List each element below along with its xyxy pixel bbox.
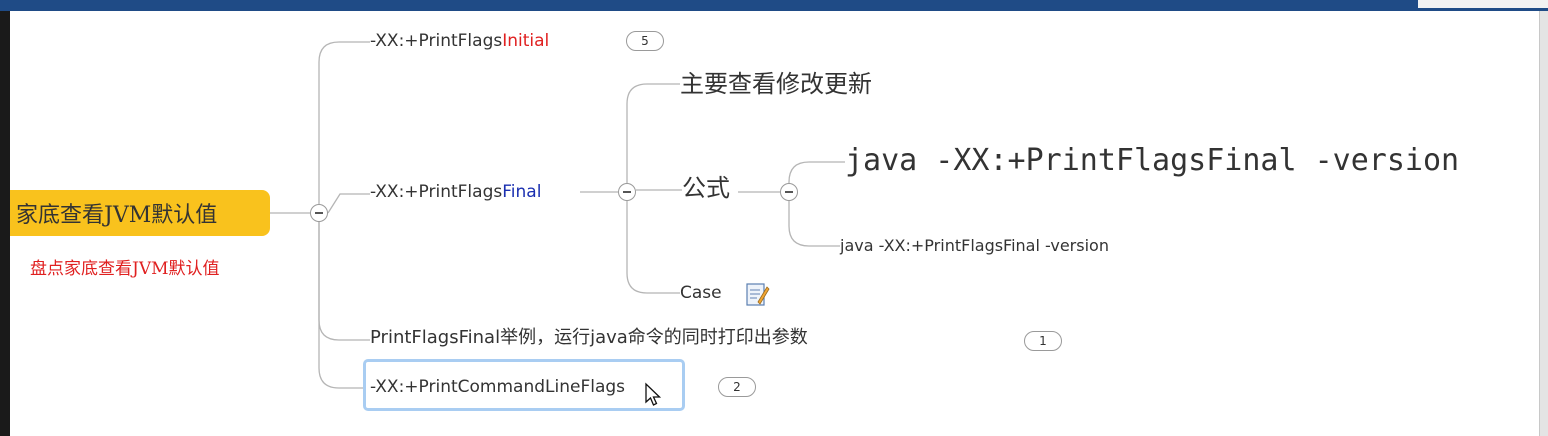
note-icon[interactable]: [744, 281, 770, 307]
topic-prefix: -XX:+PrintFlags: [370, 182, 503, 202]
subtopic-review-updates[interactable]: 主要查看修改更新: [680, 70, 872, 98]
formula-command-small[interactable]: java -XX:+PrintFlagsFinal -version: [840, 236, 1109, 255]
topic-suffix: Initial: [502, 31, 550, 51]
topic-print-flags-final-example[interactable]: PrintFlagsFinal举例，运行java命令的同时打印出参数: [370, 327, 808, 348]
cursor-icon: [645, 382, 662, 406]
root-topic-label: 家底查看JVM默认值: [16, 203, 218, 228]
root-topic-note: 盘点家底查看JVM默认值: [30, 259, 220, 279]
formula-command-large[interactable]: java -XX:+PrintFlagsFinal -version: [845, 143, 1460, 178]
subtopic-case[interactable]: Case: [680, 283, 722, 303]
vertical-scrollbar[interactable]: [1539, 11, 1548, 436]
topic-count-badge[interactable]: 2: [718, 377, 756, 397]
topic-count-badge[interactable]: 5: [626, 31, 664, 51]
title-bar-box: [1418, 0, 1548, 8]
collapse-icon[interactable]: [618, 183, 636, 201]
collapse-icon[interactable]: [310, 204, 328, 222]
topic-suffix: Final: [502, 182, 542, 202]
topic-selection-box: [363, 359, 685, 411]
window-title-bar: [0, 0, 1548, 11]
subtopic-formula[interactable]: 公式: [682, 174, 730, 202]
topic-print-flags-final[interactable]: -XX:+PrintFlagsFinal: [370, 182, 541, 202]
topic-prefix: -XX:+PrintFlags: [370, 31, 503, 51]
collapse-icon[interactable]: [780, 183, 798, 201]
topic-print-flags-initial[interactable]: -XX:+PrintFlagsInitial: [370, 31, 549, 51]
left-edge-panel: [0, 11, 10, 436]
root-topic[interactable]: 家底查看JVM默认值: [10, 190, 270, 236]
topic-count-badge[interactable]: 1: [1024, 331, 1062, 351]
topic-print-command-line-flags[interactable]: -XX:+PrintCommandLineFlags: [370, 377, 626, 397]
